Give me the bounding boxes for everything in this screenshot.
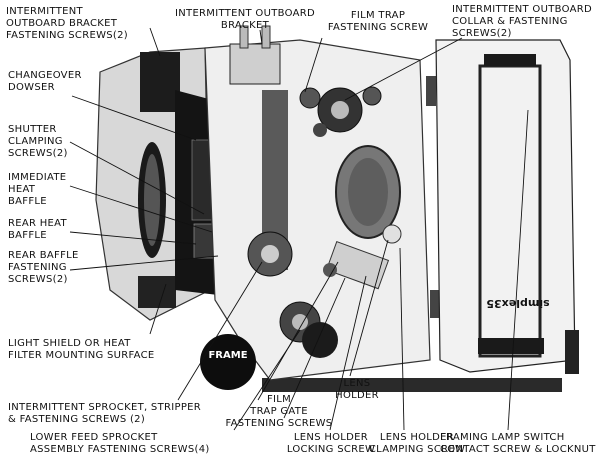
outboard-bracket	[229, 43, 281, 85]
label-lens-holder-locking-screw: LENS HOLDER LOCKING SCREW	[286, 432, 376, 455]
label-film-trap-fastening-screw: FILM TRAP FASTENING SCREW	[327, 10, 429, 33]
label-intermittent-sprocket: INTERMITTENT SPROCKET, STRIPPER & FASTEN…	[8, 402, 202, 425]
label-lens-holder-clamping-screw: LENS HOLDER CLAMPING SCREW	[368, 432, 466, 455]
door-brand-logo: simplex35	[486, 297, 549, 310]
door-hinge-lower	[430, 290, 440, 318]
frame-knob-label: FRAME	[208, 350, 247, 361]
label-changeover-dowser: CHANGEOVER DOWSER	[8, 70, 82, 93]
label-intermittent-outboard-bracket: INTERMITTENT OUTBOARD BRACKET	[175, 8, 315, 31]
label-lens-holder: LENS HOLDER	[335, 378, 379, 401]
label-lower-feed-sprocket: LOWER FEED SPROCKET ASSEMBLY FASTENING S…	[30, 432, 210, 455]
upper-left-bracket	[140, 52, 180, 112]
label-immediate-heat-baffle: IMMEDIATE HEAT BAFFLE	[8, 172, 67, 207]
base-shadow	[262, 378, 562, 392]
door-hinge-upper	[426, 76, 436, 106]
label-film-trap-gate: FILM TRAP GATE FASTENING SCREWS	[225, 394, 333, 429]
label-rear-heat-baffle: REAR HEAT BAFFLE	[8, 218, 67, 241]
lower-wheel	[302, 322, 338, 358]
label-light-shield: LIGHT SHIELD OR HEAT FILTER MOUNTING SUR…	[8, 338, 155, 361]
lens-holder-body	[325, 241, 390, 290]
lamp-switch-bracket	[565, 330, 579, 374]
lower-left-block	[138, 276, 176, 308]
label-shutter-clamping-screws: SHUTTER CLAMPING SCREWS(2)	[8, 124, 68, 159]
leader-lines	[69, 27, 529, 431]
label-rear-baffle-fastening-screws: REAR BAFFLE FASTENING SCREWS(2)	[8, 250, 79, 285]
frame-knob[interactable]	[200, 334, 256, 390]
label-framing-lamp-switch: FRAMING LAMP SWITCH CONTACT SCREW & LOCK…	[440, 432, 596, 455]
label-intermittent-outboard-collar: INTERMITTENT OUTBOARD COLLAR & FASTENING…	[452, 4, 592, 39]
label-intermittent-outboard-bracket-fastening-screws: INTERMITTENT OUTBOARD BRACKET FASTENING …	[6, 6, 128, 41]
open-door[interactable]	[435, 39, 576, 373]
